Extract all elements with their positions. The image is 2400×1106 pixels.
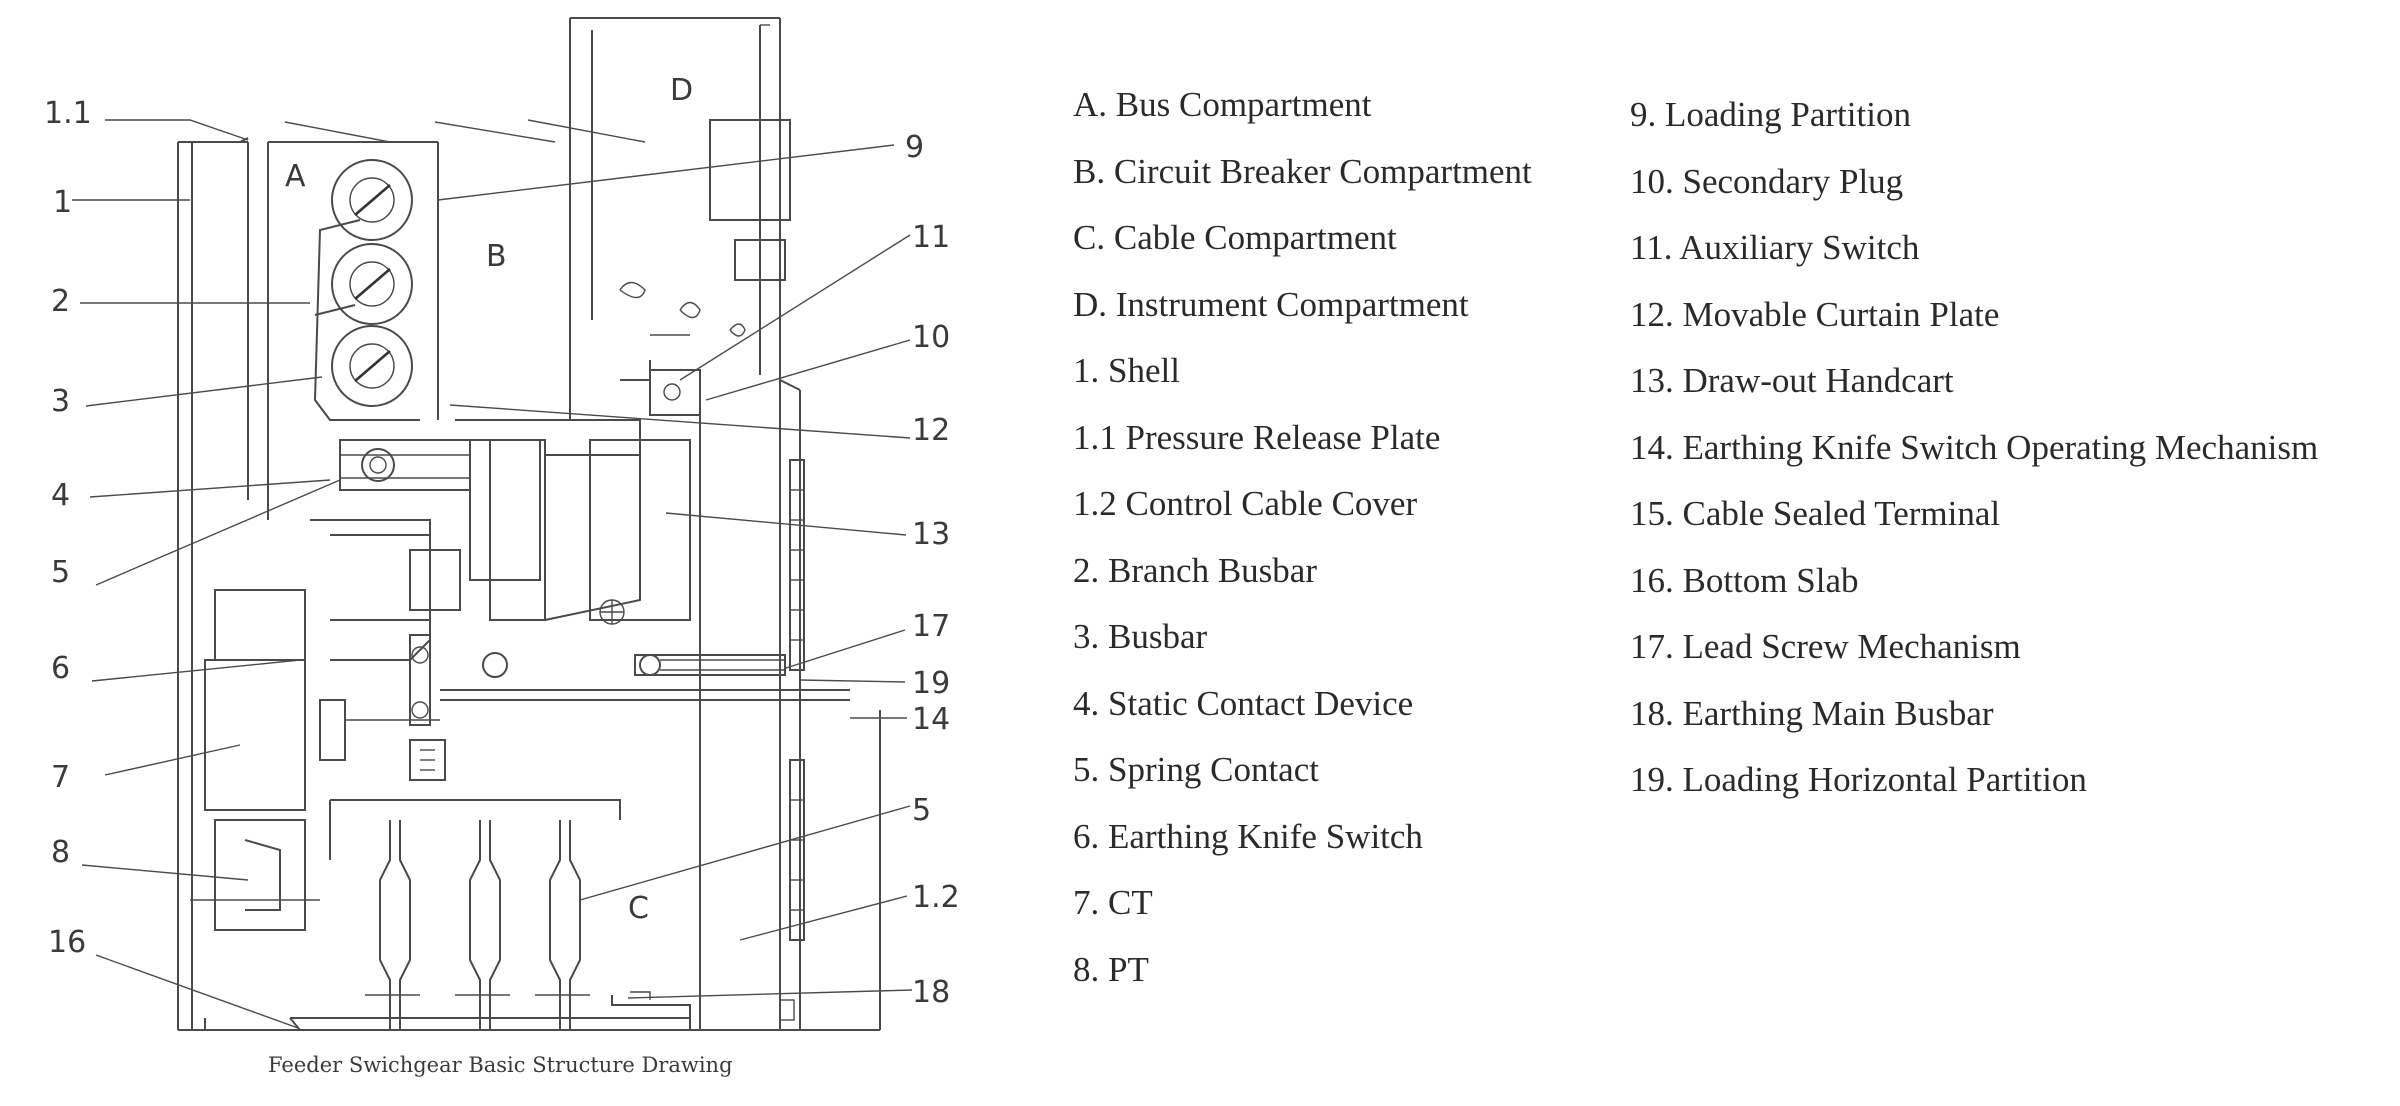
callout-12: 12 [912,413,950,448]
callout-4: 4 [51,478,70,513]
callout-19: 19 [912,666,950,701]
zone-label-d: D [670,73,693,108]
leader-lines [72,119,913,1029]
legend-item: 1.2 Control Cable Cover [1073,484,1418,523]
legend-item: D. Instrument Compartment [1073,284,1469,324]
cabinet-drawing [177,17,881,1031]
legend-item: 13. Draw-out Handcart [1630,361,1954,400]
callout-1-1: 1.1 [44,96,92,131]
callout-6: 6 [51,651,70,686]
zone-label-a: A [285,159,306,194]
callout-14: 14 [912,702,950,737]
diagram-caption: Feeder Swichgear Basic Structure Drawing [268,1053,733,1077]
callout-7: 7 [51,760,70,795]
legend-item: 18. Earthing Main Busbar [1630,693,1994,733]
callout-17: 17 [912,609,950,644]
legend-item: 17. Lead Screw Mechanism [1630,627,2021,666]
legend-left-column: A. Bus Compartment B. Circuit Breaker Co… [1073,72,1532,1003]
legend-item: 4. Static Contact Device [1073,683,1414,723]
legend-item: 2. Branch Busbar [1073,550,1317,590]
legend-item: 8. PT [1073,949,1149,989]
callout-18: 18 [912,975,950,1010]
legend-item: C. Cable Compartment [1073,218,1397,257]
callout-9: 9 [905,130,924,165]
legend-item: 14. Earthing Knife Switch Operating Mech… [1630,427,2319,467]
legend-item: 19. Loading Horizontal Partition [1630,760,2087,799]
zone-label-b: B [486,239,507,274]
legend-item: A. Bus Compartment [1073,85,1372,124]
callout-16: 16 [48,925,86,960]
callout-1: 1 [53,185,72,220]
callout-3: 3 [51,384,70,419]
callout-5-right: 5 [912,793,931,828]
legend-item: 15. Cable Sealed Terminal [1630,494,2001,533]
callout-1-2: 1.2 [912,880,960,915]
zone-label-c: C [628,891,649,926]
legend-item: 10. Secondary Plug [1630,161,1904,201]
legend-item: 7. CT [1073,883,1153,922]
callout-2: 2 [51,284,70,319]
legend-item: 3. Busbar [1073,617,1208,656]
callout-11: 11 [912,220,950,255]
callout-13: 13 [912,517,950,552]
legend-item: 16. Bottom Slab [1630,560,1859,600]
legend-item: 9. Loading Partition [1630,95,1911,134]
legend-right-column: 9. Loading Partition 10. Secondary Plug … [1630,82,2318,814]
callout-5-left: 5 [51,555,70,590]
legend-item: 1. Shell [1073,351,1180,390]
callout-10: 10 [912,320,950,355]
legend-item: 5. Spring Contact [1073,750,1319,789]
legend-item: 11. Auxiliary Switch [1630,228,1920,267]
switchgear-structure-diagram: A B C D 1.1 1 2 3 4 5 6 7 8 16 9 11 10 1… [44,17,960,1077]
legend-item: 6. Earthing Knife Switch [1073,816,1423,856]
callout-8: 8 [51,835,70,870]
legend-item: 12. Movable Curtain Plate [1630,294,2000,334]
legend-item: 1.1 Pressure Release Plate [1073,417,1441,457]
legend-item: B. Circuit Breaker Compartment [1073,151,1532,191]
